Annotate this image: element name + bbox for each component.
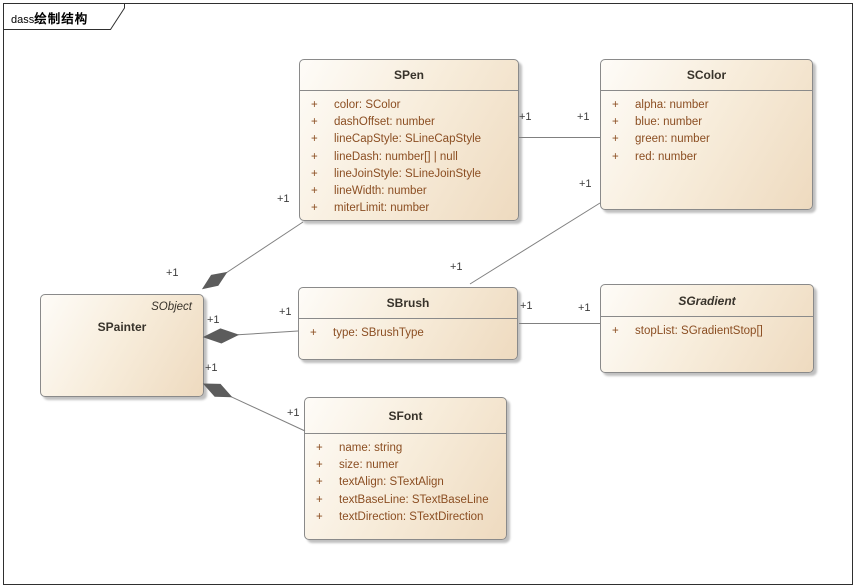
multiplicity-label: +1	[578, 302, 591, 314]
visibility-marker: +	[310, 326, 317, 339]
visibility-marker: +	[612, 115, 619, 128]
visibility-marker: +	[612, 133, 619, 146]
attribute-text: miterLimit: number	[334, 202, 430, 215]
attribute-row: + size: numer	[305, 456, 506, 473]
visibility-marker: +	[311, 150, 318, 163]
attribute-row: + alpha: number	[601, 96, 812, 113]
frame-title-main: 绘制结构	[34, 12, 89, 26]
visibility-marker: +	[316, 493, 323, 506]
attribute-text: size: numer	[339, 458, 399, 471]
multiplicity-label: +1	[277, 193, 290, 205]
multiplicity-label: +1	[166, 267, 179, 279]
frame-title: dass绘制结构	[11, 8, 88, 28]
class-box-sgradient[interactable]: SGradient + stopList: SGradientStop[]	[600, 284, 814, 373]
attribute-row: + red: number	[601, 148, 812, 165]
attribute-text: lineDash: number[] | null	[334, 150, 458, 163]
attribute-row: + miterLimit: number	[300, 200, 518, 217]
visibility-marker: +	[316, 476, 323, 489]
connector-spainter-sbrush[interactable]	[237, 330, 299, 336]
class-title: SBrush	[299, 288, 517, 319]
attribute-row: + lineWidth: number	[300, 182, 518, 199]
attribute-text: red: number	[635, 150, 698, 163]
attribute-row: + type: SBrushType	[299, 324, 517, 341]
visibility-marker: +	[311, 133, 318, 146]
visibility-marker: +	[316, 458, 323, 471]
class-box-scolor[interactable]: SColor + alpha: number + blue: number + gre…	[600, 59, 813, 210]
attribute-row: + textBaseLine: STextBaseLine	[305, 491, 506, 508]
attribute-text: dashOffset: number	[334, 115, 435, 128]
class-box-sfont[interactable]: SFont + name: string + size: numer + textAl…	[304, 397, 507, 540]
attribute-text: alpha: number	[635, 98, 709, 111]
attribute-row: + lineCapStyle: SLineCapStyle	[300, 131, 518, 148]
class-title: SPainter	[97, 320, 147, 334]
attribute-text: lineCapStyle: SLineCapStyle	[334, 133, 482, 146]
attribute-text: lineWidth: number	[334, 185, 427, 198]
attribute-text: color: SColor	[334, 98, 401, 111]
multiplicity-label: +1	[519, 111, 532, 123]
class-box-sbrush[interactable]: SBrush + type: SBrushType	[298, 287, 518, 360]
class-title: SGradient	[601, 285, 813, 317]
visibility-marker: +	[316, 510, 323, 523]
attribute-text: name: string	[339, 441, 403, 454]
visibility-marker: +	[311, 98, 318, 111]
attribute-row: + dashOffset: number	[300, 113, 518, 130]
visibility-marker: +	[311, 167, 318, 180]
connector-spainter-spen[interactable]	[225, 221, 304, 274]
multiplicity-label: +1	[520, 300, 533, 312]
visibility-marker: +	[612, 98, 619, 111]
attribute-row: + textDirection: STextDirection	[305, 508, 506, 525]
multiplicity-label: +1	[205, 362, 218, 374]
visibility-marker: +	[311, 115, 318, 128]
class-title: SColor	[601, 60, 812, 91]
attribute-row: + textAlign: STextAlign	[305, 474, 506, 491]
attribute-text: lineJoinStyle: SLineJoinStyle	[334, 167, 482, 180]
visibility-marker: +	[612, 324, 619, 337]
composition-diamond-sbrush	[202, 328, 240, 344]
multiplicity-label: +1	[279, 306, 292, 318]
visibility-marker: +	[612, 150, 619, 163]
attribute-row: + green: number	[601, 131, 812, 148]
attribute-row: + color: SColor	[300, 96, 518, 113]
multiplicity-label: +1	[207, 314, 220, 326]
attribute-row: + blue: number	[601, 113, 812, 130]
composition-diamond-spen	[201, 271, 228, 290]
visibility-marker: +	[316, 441, 323, 454]
attribute-text: textDirection: STextDirection	[339, 510, 484, 523]
attribute-text: textBaseLine: STextBaseLine	[339, 493, 489, 506]
attribute-row: + name: string	[305, 439, 506, 456]
attribute-text: blue: number	[635, 115, 703, 128]
stereotype-label: SObject	[151, 301, 192, 313]
attribute-text: textAlign: STextAlign	[339, 476, 444, 489]
visibility-marker: +	[311, 202, 318, 215]
attribute-text: green: number	[635, 133, 710, 146]
attribute-row: + stopList: SGradientStop[]	[601, 322, 813, 339]
frame-title-prefix: dass	[11, 14, 35, 26]
multiplicity-label: +1	[579, 178, 592, 190]
attribute-row: + lineDash: number[] | null	[300, 148, 518, 165]
attribute-row: + lineJoinStyle: SLineJoinStyle	[300, 165, 518, 182]
composition-diamond-sfont	[202, 383, 233, 398]
multiplicity-label: +1	[450, 261, 463, 273]
attribute-text: stopList: SGradientStop[]	[635, 324, 763, 337]
class-box-spainter[interactable]: SObject SPainter	[40, 294, 204, 397]
class-box-spen[interactable]: SPen +color: SColor +dashOffset: number …	[299, 59, 519, 221]
visibility-marker: +	[311, 185, 318, 198]
multiplicity-label: +1	[287, 407, 300, 419]
attribute-text: type: SBrushType	[333, 326, 424, 339]
class-title: SFont	[305, 398, 506, 434]
multiplicity-label: +1	[577, 111, 590, 123]
class-title: SPen	[300, 60, 518, 91]
